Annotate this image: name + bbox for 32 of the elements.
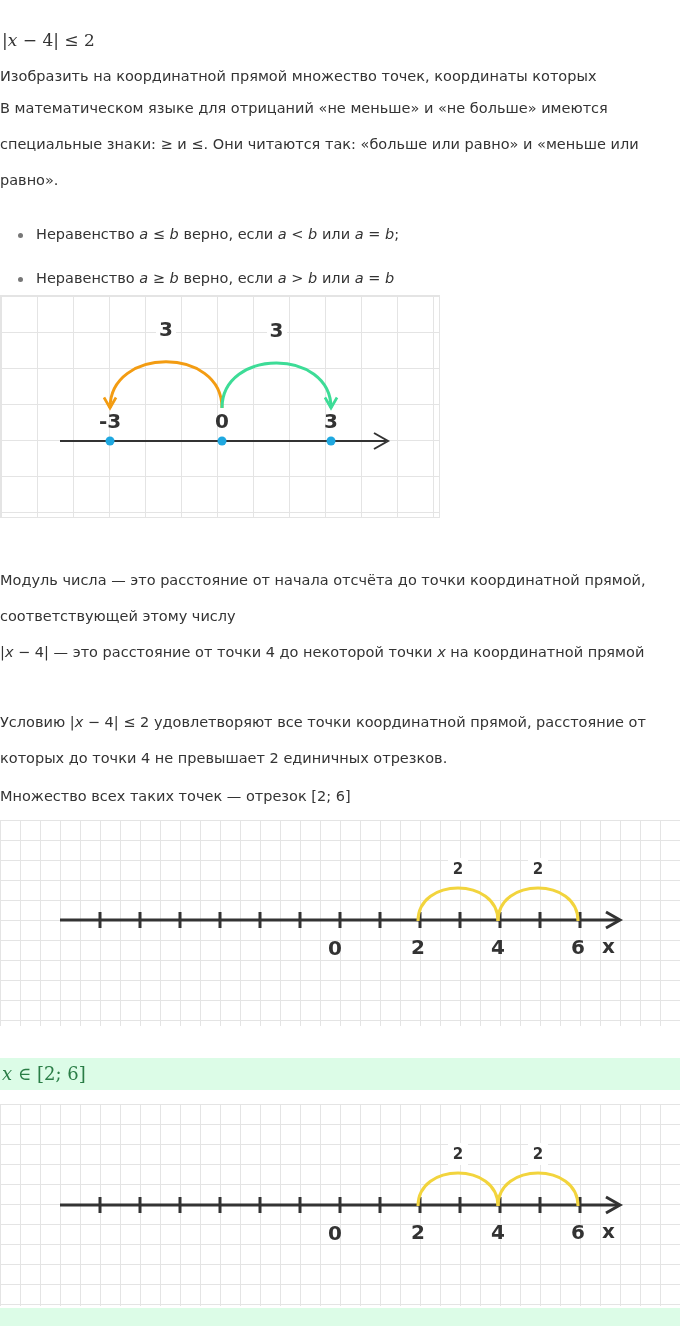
edge-label: 2 — [448, 858, 468, 880]
point-label: 2 — [402, 921, 434, 961]
paragraph-text: |x − 4| — это расстояние от точки 4 до некоторой точки x на координатной прямой — [0, 643, 645, 663]
axis-label: 0 — [328, 1220, 342, 1247]
point-label: 4 — [482, 1206, 514, 1246]
axis-label: x — [602, 1218, 615, 1245]
paragraph-text: Неравенство a ≤ b верно, если a < b или a = b; — [36, 225, 400, 244]
arc — [416, 1171, 500, 1207]
edge-label: 2 — [528, 858, 548, 880]
paragraph-text: Неравенство a ≥ b верно, если a > b или a = b — [36, 269, 395, 288]
point-label: 4 — [482, 921, 514, 961]
point-label: 6 — [562, 1206, 594, 1246]
edge-label: 2 — [448, 1143, 468, 1165]
edge-label: 2 — [528, 1143, 548, 1165]
arc — [496, 886, 580, 922]
paragraph-text: Изобразить на координатной прямой множество точек, координаты которых — [0, 67, 597, 86]
math-expression: |x − 4| ≤ 2 — [2, 29, 95, 52]
point-label: 2 — [402, 1206, 434, 1246]
arc-arrow — [220, 361, 337, 410]
arc — [416, 886, 500, 922]
point-label: -3 — [94, 408, 126, 432]
paragraph-text: Множество всех таких точек — отрезок [2; 6] — [0, 787, 351, 806]
paragraph-text: Условию |x − 4| ≤ 2 удовлетворяют все точки координатной прямой, расстояние от которых до точки 4 не превышает 2 единичных отрезков. — [0, 713, 647, 768]
axis-label: x — [602, 933, 615, 960]
point-label: 6 — [562, 921, 594, 961]
paragraph-text: В математическом языке для отрицаний «не меньше» и «не больше» имеются специальные знаки: ≥ и ≤. Они читаются так: «больше или равно» и «меньше или равно». — [0, 99, 640, 190]
math-expression: x ∈ [2; 6] — [2, 1062, 86, 1086]
arc-arrow — [104, 360, 224, 410]
arc — [496, 1171, 580, 1207]
point-label: 3 — [315, 408, 347, 432]
axis-label: 0 — [328, 935, 342, 962]
point-label: 0 — [206, 408, 238, 432]
